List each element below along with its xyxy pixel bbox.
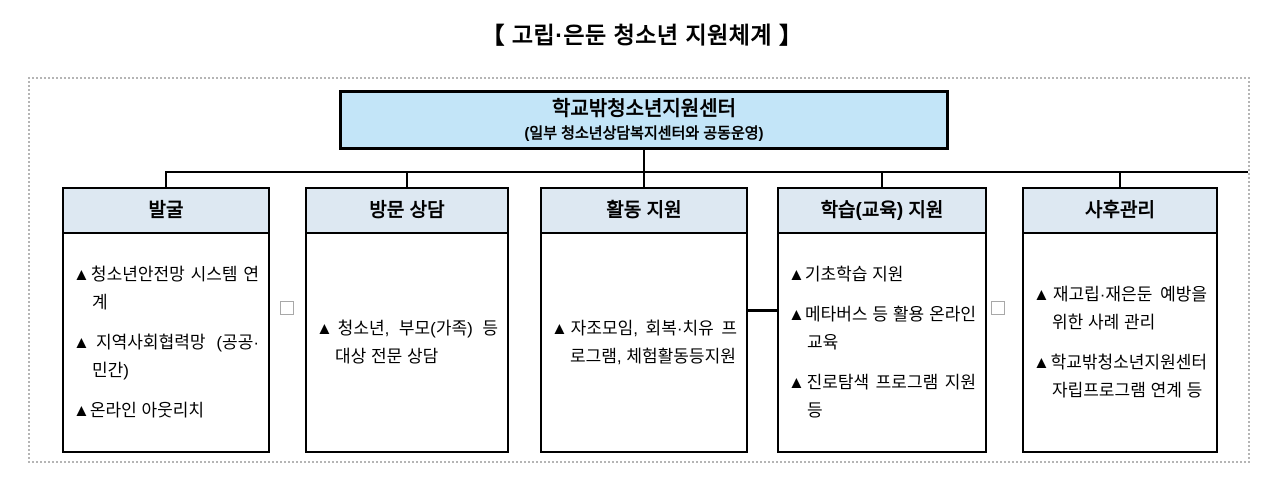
column-box-visit-counsel: 방문 상담 ▲청소년, 부모(가족) 등 대상 전문 상담	[305, 187, 509, 453]
list-item: ▲청소년, 부모(가족) 등 대상 전문 상담	[316, 318, 498, 366]
connector-root-vertical	[643, 150, 645, 187]
root-box-title: 학교밖청소년지원센터	[552, 98, 736, 120]
column-body: ▲기초학습 지원 ▲메타버스 등 활용 온라인 교육 ▲진로탐색 프로그램 지원…	[779, 234, 985, 451]
column-box-aftercare: 사후관리 ▲재고립·재은둔 예방을 위한 사례 관리 ▲학교밖청소년지원센터 자…	[1022, 187, 1218, 453]
root-box-subtitle: (일부 청소년상담복지센터와 공동운영)	[524, 125, 764, 142]
column-header: 활동 지원	[542, 189, 746, 234]
connector-drop-4	[881, 171, 883, 187]
list-item: ▲메타버스 등 활용 온라인 교육	[788, 304, 976, 352]
list-item: ▲기초학습 지원	[788, 264, 904, 284]
empty-square-marker-1	[280, 301, 294, 315]
connector-horizontal-rail	[165, 171, 1248, 173]
list-item: ▲학교밖청소년지원센터 자립프로그램 연계 등	[1033, 352, 1207, 400]
list-item: ▲지역사회협력망 (공공·민간)	[73, 332, 259, 380]
column-body: ▲자조모임, 회복·치유 프로그램, 체험활동등지원	[542, 234, 746, 451]
list-item: ▲진로탐색 프로그램 지원등	[788, 372, 976, 420]
column-header: 방문 상담	[307, 189, 507, 234]
column-body: ▲재고립·재은둔 예방을 위한 사례 관리 ▲학교밖청소년지원센터 자립프로그램…	[1024, 234, 1216, 451]
list-item: ▲청소년안전망 시스템 연계	[73, 264, 259, 312]
column-box-balgul: 발굴 ▲청소년안전망 시스템 연계 ▲지역사회협력망 (공공·민간) ▲온라인 …	[62, 187, 270, 453]
column-header: 학습(교육) 지원	[779, 189, 985, 234]
column-box-learning-support: 학습(교육) 지원 ▲기초학습 지원 ▲메타버스 등 활용 온라인 교육 ▲진로…	[777, 187, 987, 453]
connector-between-box3-box4	[748, 309, 777, 312]
diagram-frame: 학교밖청소년지원센터 (일부 청소년상담복지센터와 공동운영) 발굴 ▲청소년안…	[28, 77, 1250, 463]
list-item: ▲자조모임, 회복·치유 프로그램, 체험활동등지원	[551, 318, 737, 366]
column-header: 사후관리	[1024, 189, 1216, 234]
column-box-activity-support: 활동 지원 ▲자조모임, 회복·치유 프로그램, 체험활동등지원	[540, 187, 748, 453]
list-item: ▲재고립·재은둔 예방을 위한 사례 관리	[1033, 284, 1207, 332]
connector-drop-5	[1119, 171, 1121, 187]
connector-drop-1	[165, 171, 167, 187]
diagram-title: 【 고립·은둔 청소년 지원체계 】	[481, 22, 803, 48]
list-item: ▲온라인 아웃리치	[73, 400, 205, 420]
root-box: 학교밖청소년지원센터 (일부 청소년상담복지센터와 공동운영)	[339, 90, 949, 150]
column-body: ▲청소년안전망 시스템 연계 ▲지역사회협력망 (공공·민간) ▲온라인 아웃리…	[64, 234, 268, 451]
column-header: 발굴	[64, 189, 268, 234]
column-body: ▲청소년, 부모(가족) 등 대상 전문 상담	[307, 234, 507, 451]
empty-square-marker-2	[991, 301, 1005, 315]
connector-drop-2	[406, 171, 408, 187]
